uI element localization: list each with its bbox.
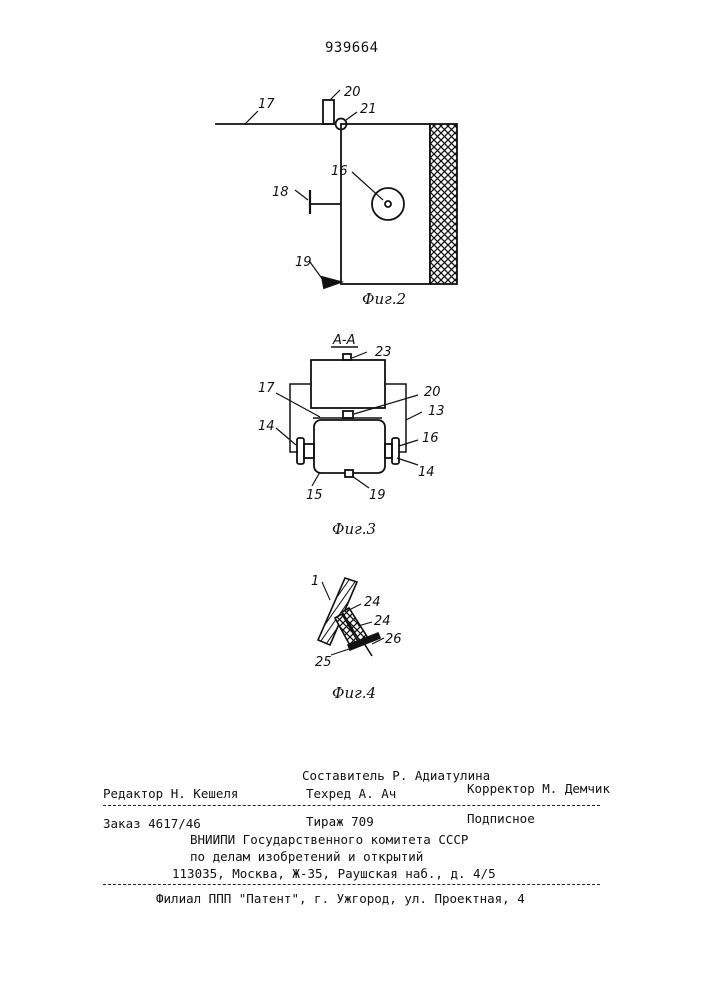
- fig3-label-19: 19: [369, 488, 386, 503]
- imprint-org-line2: по делам изобретений и открытий: [190, 849, 423, 864]
- fig3-wheel-right: [392, 438, 399, 464]
- fig3-label-15: 15: [306, 488, 323, 503]
- fig4-label-26: 26: [385, 632, 402, 647]
- fig3-label-14-left: 14: [258, 419, 275, 434]
- fig3-part-23: [343, 354, 351, 360]
- fig2-marker-19: [322, 277, 341, 288]
- fig2-wheel-hub: [385, 201, 391, 207]
- fig3-label-17: 17: [258, 381, 275, 396]
- fig3-label-16: 16: [422, 431, 439, 446]
- fig2-label-16: 16: [331, 164, 348, 179]
- fig2-stop-20: [323, 100, 334, 124]
- imprint-divider-top: [103, 805, 600, 806]
- fig3-bracket-right: [385, 384, 406, 452]
- imprint-subscription: Подписное: [467, 811, 535, 826]
- fig2-caption: Фиг.2: [362, 290, 406, 308]
- fig2-label-18: 18: [272, 185, 289, 200]
- fig3-part-20: [343, 411, 353, 418]
- fig3-part-19: [345, 470, 353, 477]
- fig2-wheel-16: [372, 188, 404, 220]
- figure-2: [215, 90, 457, 288]
- fig4-caption: Фиг.4: [332, 684, 376, 702]
- imprint-print-run: Тираж 709: [306, 814, 374, 829]
- fig4-label-24-top: 24: [364, 595, 381, 610]
- fig4-label-1: 1: [311, 574, 319, 589]
- imprint-order: Заказ 4617/46: [103, 816, 201, 831]
- patent-drawings: 17 20 21 16 18 19 Фиг.2 А-А 23 17 20 13 …: [0, 0, 707, 760]
- imprint-branch: Филиал ППП "Патент", г. Ужгород, ул. Про…: [156, 891, 525, 906]
- fig3-label-23: 23: [375, 345, 392, 360]
- fig2-hatched-wall: [430, 124, 457, 284]
- imprint-org-line1: ВНИИПИ Государственного комитета СССР: [190, 832, 468, 847]
- fig2-label-19: 19: [295, 255, 312, 270]
- fig4-label-25: 25: [315, 655, 332, 670]
- imprint-address: 113035, Москва, Ж-35, Раушская наб., д. …: [172, 866, 496, 881]
- fig3-lower-box: [314, 420, 385, 473]
- fig4-label-24-bottom: 24: [374, 614, 391, 629]
- fig2-label-21: 21: [360, 102, 377, 117]
- fig3-axle-right: [385, 444, 392, 458]
- fig2-label-17: 17: [258, 97, 275, 112]
- figure-3: [276, 352, 422, 488]
- fig3-axle-left: [304, 444, 314, 458]
- imprint-corrector: Корректор М. Демчик: [467, 781, 610, 796]
- fig3-label-13: 13: [428, 404, 445, 419]
- fig3-label-14-right: 14: [418, 465, 435, 480]
- imprint-techred: Техред А. Ач: [306, 786, 396, 801]
- fig3-section-label: А-А: [332, 333, 355, 348]
- fig2-label-20: 20: [344, 85, 361, 100]
- fig3-label-20: 20: [424, 385, 441, 400]
- imprint-editor: Редактор Н. Кешеля: [103, 786, 238, 801]
- imprint-composer: Составитель Р. Адиатулина: [302, 768, 490, 783]
- fig3-caption: Фиг.3: [332, 520, 376, 538]
- imprint-divider-bottom: [103, 884, 600, 885]
- fig3-upper-box: [311, 360, 385, 408]
- fig3-wheel-left: [297, 438, 304, 464]
